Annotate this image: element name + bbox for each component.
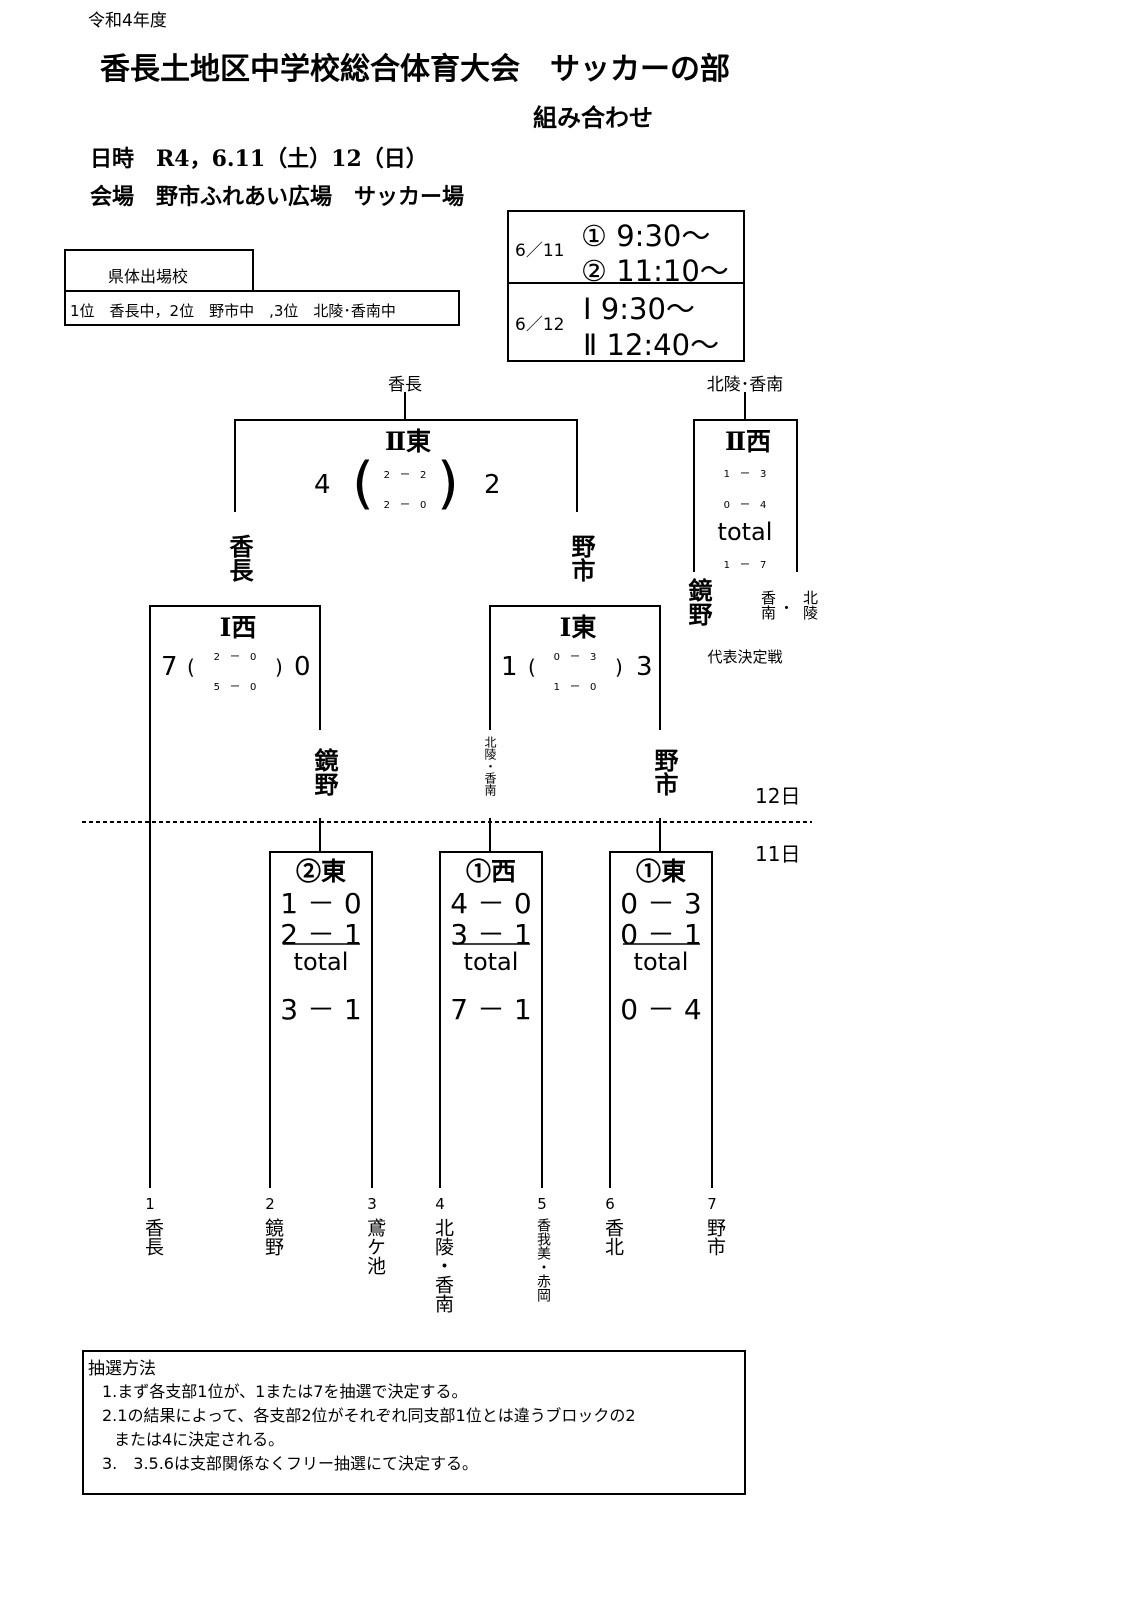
schedule-box: 6／11 ① 9:30～ ② 11:10～ 6／12 Ⅰ 9:30～ Ⅱ 12:…	[507, 210, 745, 362]
team-seed: 5	[537, 1195, 547, 1213]
match-east2-half2: 2 － 1	[280, 918, 362, 951]
team-name: 香長	[142, 1218, 164, 1256]
svg-text:(: (	[187, 655, 195, 679]
team-seed: 4	[435, 1195, 445, 1213]
playoff-winner: 北陵･香南	[706, 375, 784, 395]
final-half1: 2 ー 2	[383, 470, 427, 481]
final-label: Ⅱ東	[384, 427, 432, 456]
team-seed: 2	[265, 1195, 275, 1213]
semi-right-left-team: 北陵・香南	[483, 736, 497, 796]
match-west1-label: ①西	[465, 857, 517, 886]
day1-slot1: ① 9:30～	[581, 219, 711, 253]
lottery-rule2b: または4に決定される。	[114, 1430, 285, 1449]
team-seed: 3	[367, 1195, 377, 1213]
match-east2-total: 3 － 1	[280, 993, 362, 1026]
match-west1-total-label: total	[463, 948, 519, 976]
date-line: 日時 R4，6.11（土）12（日）	[90, 146, 428, 172]
team-seed: 1	[145, 1195, 155, 1213]
match-east2-total-label: total	[293, 948, 349, 976]
team-name: 鏡野	[262, 1218, 284, 1256]
semi-left-half1: 2 ー 0	[213, 652, 257, 663]
lottery-rule2a: 2.1の結果によって、各支部2位がそれぞれ同支部1位とは違うブロックの2	[102, 1406, 636, 1425]
playoff-total: 1 ー 7	[723, 560, 767, 571]
match-east1-half1: 0 － 3	[620, 887, 702, 920]
final-right-score: 2	[484, 470, 501, 500]
svg-text:(: (	[528, 655, 536, 679]
team-seed: 7	[707, 1195, 717, 1213]
day11-label: 11日	[755, 842, 801, 866]
semi-right-label: Ⅰ東	[559, 613, 597, 642]
team-name: 鳶ケ池	[364, 1218, 386, 1275]
champion-name: 香長	[388, 375, 422, 395]
day1-label: 6／11	[515, 241, 565, 261]
team-name: 北陵・香南	[432, 1218, 454, 1313]
playoff-dot: ・	[779, 599, 795, 617]
match-east1-label: ①東	[635, 857, 687, 886]
team-name: 香北	[602, 1218, 624, 1256]
day12-label: 12日	[755, 784, 801, 808]
prefectural-body-box: 1位 香長中，2位 野市中 ,3位 北陵･香南中	[64, 290, 460, 326]
semi-right-left-score: 1	[501, 652, 518, 682]
year-label: 令和4年度	[88, 11, 167, 31]
match-east1-total-label: total	[633, 948, 689, 976]
playoff-total-label: total	[717, 518, 773, 546]
playoff-left-team: 鏡野	[684, 578, 713, 626]
day1-slot2: ② 11:10～	[581, 254, 729, 288]
match-east1-half2: 0 － 1	[620, 918, 702, 951]
day2-slot2: Ⅱ 12:40～	[583, 328, 720, 362]
svg-text:): )	[615, 655, 623, 679]
svg-text:(: (	[352, 451, 374, 516]
lottery-title: 抽選方法	[88, 1359, 156, 1379]
team-name: 野市	[704, 1218, 726, 1256]
playoff-caption: 代表決定戦	[707, 648, 783, 666]
match-west1-half2: 3 － 1	[450, 918, 532, 951]
playoff-right-team-a: 香南	[759, 590, 777, 620]
team-seed: 6	[605, 1195, 615, 1213]
lottery-box: 抽選方法 1.まず各支部1位が、1または7を抽選で決定する。 2.1の結果によっ…	[82, 1350, 746, 1495]
match-west1-total: 7 － 1	[450, 993, 532, 1026]
day2-label: 6／12	[515, 315, 565, 335]
team-name: 香我美・赤岡	[535, 1218, 551, 1302]
page-subtitle: 組み合わせ	[533, 104, 653, 132]
semi-left-right-score: 0	[294, 652, 311, 682]
semi-right-right-team: 野市	[650, 748, 679, 796]
page-title: 香長土地区中学校総合体育大会 サッカーの部	[100, 52, 730, 87]
day2-slot1: Ⅰ 9:30～	[583, 292, 695, 326]
lottery-rule3: 3. 3.5.6は支部関係なくフリー抽選にて決定する。	[102, 1454, 478, 1473]
final-right-team: 野市	[567, 534, 596, 582]
final-left-team: 香長	[225, 534, 254, 582]
svg-text:): )	[437, 451, 459, 516]
prefectural-body: 1位 香長中，2位 野市中 ,3位 北陵･香南中	[70, 302, 396, 320]
semi-right-half2: 1 ー 0	[553, 682, 597, 693]
venue-line: 会場 野市ふれあい広場 サッカー場	[90, 184, 465, 210]
match-east2-half1: 1 － 0	[280, 887, 362, 920]
match-east1-total: 0 － 4	[620, 993, 702, 1026]
final-half2: 2 ー 0	[383, 500, 427, 511]
svg-text:): )	[275, 655, 283, 679]
final-left-score: 4	[314, 470, 331, 500]
lottery-rule1: 1.まず各支部1位が、1または7を抽選で決定する。	[102, 1382, 468, 1401]
match-east2-label: ②東	[295, 857, 347, 886]
prefectural-header: 県体出場校	[108, 267, 189, 286]
playoff-label: Ⅱ西	[724, 427, 772, 456]
playoff-right-team-b: 北陵	[801, 590, 819, 620]
semi-right-half1: 0 ー 3	[553, 652, 597, 663]
semi-left-left-score: 7	[161, 652, 178, 682]
match-west1-half1: 4 － 0	[450, 887, 532, 920]
semi-right-right-score: 3	[636, 652, 653, 682]
prefectural-header-box: 県体出場校	[64, 249, 254, 291]
schedule-divider	[509, 282, 743, 284]
semi-left-half2: 5 ー 0	[213, 682, 257, 693]
semi-left-right-team: 鏡野	[310, 748, 339, 796]
semi-left-label: Ⅰ西	[219, 613, 257, 642]
playoff-half2: 0 ー 4	[723, 500, 767, 511]
playoff-half1: 1 ー 3	[723, 469, 767, 480]
